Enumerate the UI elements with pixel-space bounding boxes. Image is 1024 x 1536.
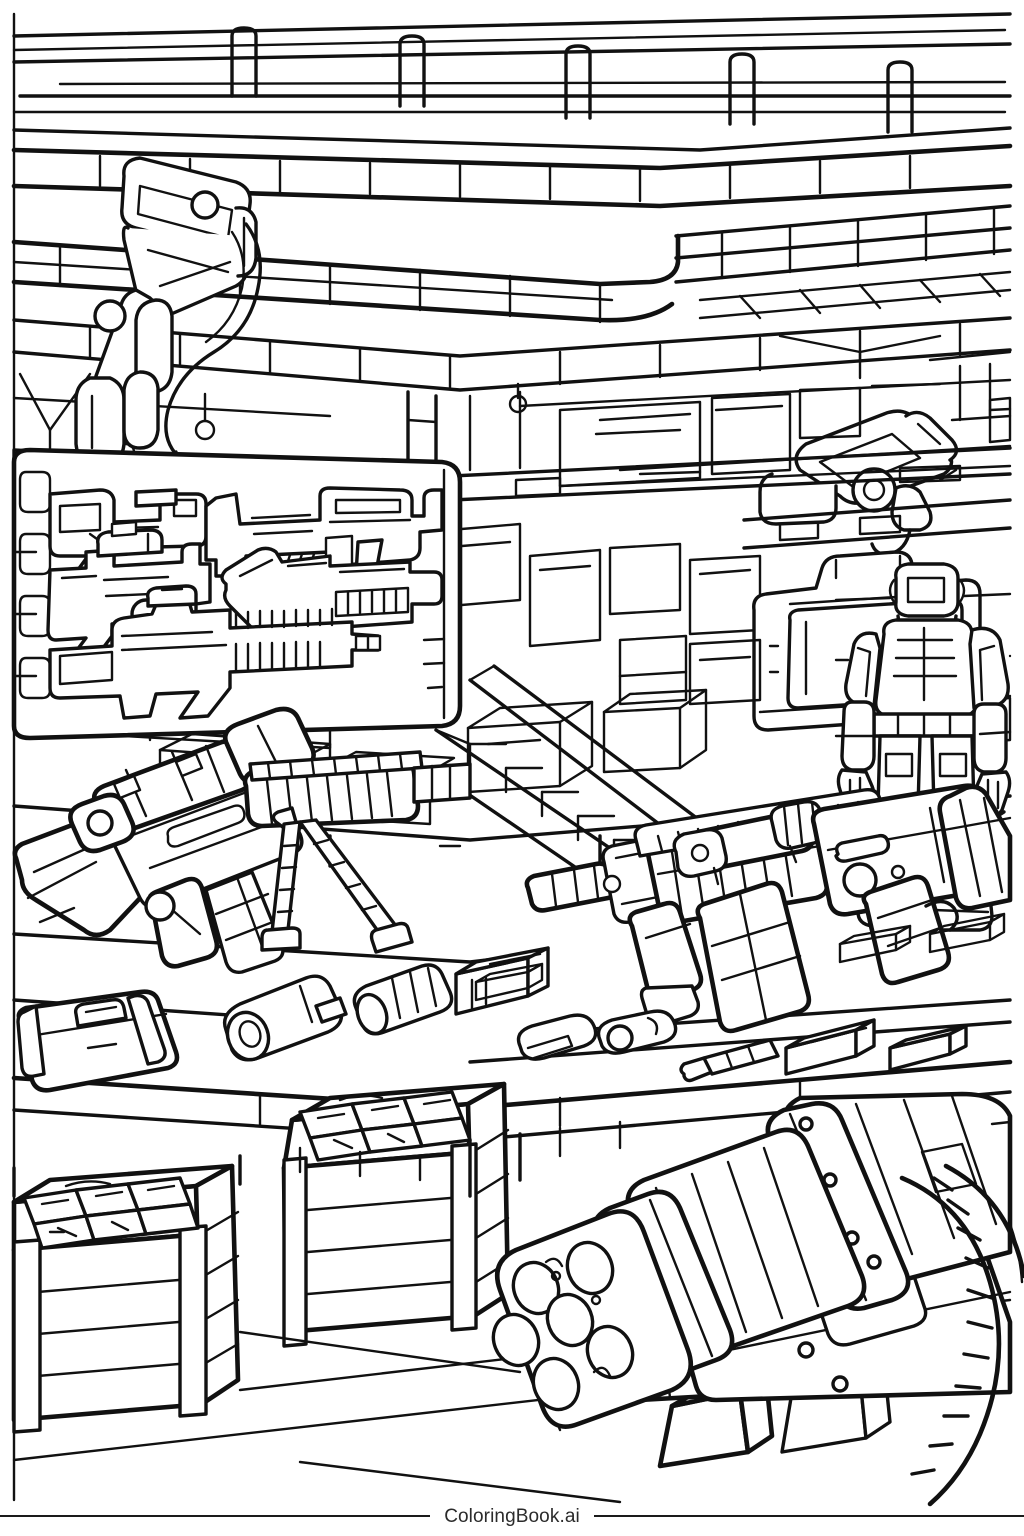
open-crate bbox=[281, 1081, 511, 1348]
ammo-box bbox=[454, 946, 550, 1016]
ammo-box bbox=[784, 1018, 876, 1076]
ammo-feed-belt bbox=[899, 1163, 1024, 1507]
ear-protection bbox=[596, 1009, 678, 1055]
open-crate bbox=[11, 1163, 241, 1434]
bench-structure bbox=[12, 1120, 622, 1198]
spare-optic bbox=[222, 974, 348, 1062]
mounted-weapon bbox=[46, 520, 212, 664]
right-bench-accessories bbox=[474, 912, 1006, 1083]
sniper-rifle bbox=[12, 706, 472, 974]
ammo-box bbox=[888, 1024, 968, 1072]
footer-rule-left bbox=[0, 1515, 431, 1517]
brand-label: ColoringBook.ai bbox=[444, 1505, 580, 1527]
hard-case bbox=[16, 989, 180, 1093]
mounted-weapon bbox=[48, 584, 382, 720]
ear-protection bbox=[516, 1013, 598, 1061]
assault-rifle bbox=[524, 783, 1013, 1034]
overhead-crane-left bbox=[74, 156, 262, 511]
page-footer: ColoringBook.ai bbox=[0, 1496, 1024, 1536]
spare-optic bbox=[352, 963, 454, 1036]
left-bench-accessories bbox=[16, 946, 550, 1093]
weapon-wall-rack bbox=[11, 447, 463, 741]
gatling-minigun bbox=[491, 1091, 1024, 1507]
barrel-cluster bbox=[491, 1240, 635, 1412]
hand-tool bbox=[679, 1038, 780, 1083]
footer-rule-right bbox=[593, 1515, 1024, 1517]
